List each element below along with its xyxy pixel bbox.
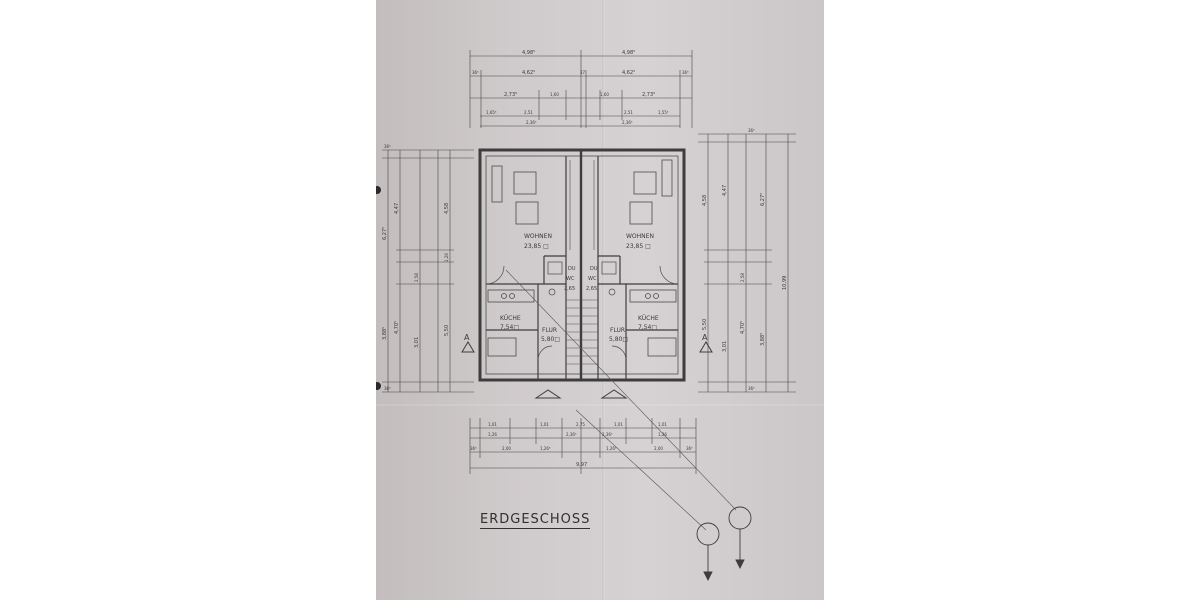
room-area: 2,65	[586, 286, 597, 292]
dimension-label: 6,27⁵	[760, 193, 766, 206]
dimension-label: 36⁵	[682, 70, 689, 75]
dimension-label: 2,51	[624, 110, 633, 115]
dimension-label: 2,00	[502, 446, 511, 451]
dimension-label: 2,36⁵	[602, 432, 613, 437]
dimension-label: 2,73⁵	[642, 92, 655, 98]
floor-plan: WOHNEN 23,85 □ WOHNEN 23,85 □ KÜCHE 7,54…	[382, 50, 796, 582]
room-label: KÜCHE	[500, 315, 521, 322]
dimension-label: 36⁵	[384, 144, 391, 149]
dimension-label: 4,98⁵	[622, 50, 635, 56]
drawing-sheet: WOHNEN 23,85 □ WOHNEN 23,85 □ KÜCHE 7,54…	[376, 0, 824, 600]
dimension-label: 3,88⁵	[760, 333, 766, 346]
interior-walls	[485, 150, 679, 380]
section-marker: A	[702, 333, 708, 342]
dimension-label: 4,98⁵	[522, 50, 535, 56]
dimension-label: 1,01	[540, 422, 549, 427]
room-label: WC	[566, 276, 575, 282]
dimension-label: 2,36⁵	[566, 432, 577, 437]
staircase	[566, 160, 598, 365]
room-label: WC	[588, 276, 597, 282]
dimension-label: 2,73⁵	[504, 92, 517, 98]
dimension-label: 1,60	[600, 92, 609, 97]
dimension-label: 2,51	[524, 110, 533, 115]
sheet-title: ERDGESCHOSS	[480, 512, 591, 529]
room-label: KÜCHE	[638, 315, 659, 322]
dimension-label: 36⁵	[384, 386, 391, 391]
punch-hole	[376, 382, 381, 390]
dimension-label: 2,75	[576, 422, 585, 427]
room-area: 5,80□	[541, 336, 560, 343]
dimension-label: 2,36⁵	[622, 120, 633, 125]
dimension-label: 2,58	[740, 273, 745, 282]
dimension-label: 4,47	[722, 185, 728, 196]
doors	[485, 265, 679, 361]
dimension-label: 3,01	[414, 337, 420, 348]
dimension-label: 2,36⁵	[526, 120, 537, 125]
dimension-label: 4,62⁵	[522, 70, 535, 76]
dimension-label: 1,26⁵	[540, 446, 551, 451]
dimension-label: 5,50	[702, 319, 708, 330]
dimension-label: 5,50	[444, 325, 450, 336]
room-area: 23,85 □	[524, 243, 549, 250]
dimension-label: 36⁵	[686, 446, 693, 451]
dimension-label: 4,58	[702, 195, 708, 206]
dimension-label: 10,99	[782, 276, 788, 290]
living-furniture	[491, 159, 673, 225]
dimension-label: 2,58	[414, 273, 419, 282]
room-area: 7,54□	[638, 324, 657, 331]
dimension-label: 4,70⁵	[740, 321, 746, 334]
dimension-label: 9,97	[576, 462, 587, 468]
punch-hole	[376, 186, 381, 194]
section-line	[505, 269, 737, 531]
dimension-label: 4,70⁵	[394, 321, 400, 334]
room-label: WOHNEN	[524, 233, 552, 240]
dimension-label: 36⁵	[470, 446, 477, 451]
room-area: 23,85 □	[626, 243, 651, 250]
dimension-label: 1,60	[550, 92, 559, 97]
entrance-markers	[461, 341, 713, 399]
room-area: 7,54□	[500, 324, 519, 331]
dimension-label: 3,01	[722, 341, 728, 352]
room-label: WOHNEN	[626, 233, 654, 240]
room-area: 5,80□	[609, 336, 628, 343]
dimension-label: 1,55⁵	[658, 110, 669, 115]
dimension-label: 1,26	[444, 253, 449, 262]
dimension-label: 36⁵	[748, 128, 755, 133]
dimension-label: 1,26	[488, 432, 497, 437]
dimension-label: 1,01	[658, 422, 667, 427]
dimension-label: 1,01	[614, 422, 623, 427]
room-label: FLUR	[542, 327, 557, 334]
room-label: FLUR	[610, 327, 625, 334]
room-area: 2,65	[564, 286, 575, 292]
room-label: DU	[590, 266, 598, 272]
kitchen-counter	[487, 289, 677, 357]
dimension-label: 1,01	[488, 422, 497, 427]
dimension-label: 2,00	[654, 446, 663, 451]
room-label: DU	[568, 266, 576, 272]
dimension-label: 37	[580, 70, 586, 75]
dimension-label: 4,47	[394, 203, 400, 214]
dimension-label: 1,65⁵	[486, 110, 497, 115]
dimension-label: 1,26	[658, 432, 667, 437]
dimension-label: 1,26⁵	[606, 446, 617, 451]
bath-fixtures	[547, 261, 617, 296]
dimension-label: 6,27⁵	[382, 227, 388, 240]
dimension-label: 36⁵	[748, 386, 755, 391]
dimension-label: 4,58	[444, 203, 450, 214]
dimension-label: 3,88⁵	[382, 327, 388, 340]
section-marker: A	[464, 333, 470, 342]
section-symbols	[696, 506, 752, 582]
dimension-label: 4,62⁵	[622, 70, 635, 76]
dimension-label: 36⁵	[472, 70, 479, 75]
